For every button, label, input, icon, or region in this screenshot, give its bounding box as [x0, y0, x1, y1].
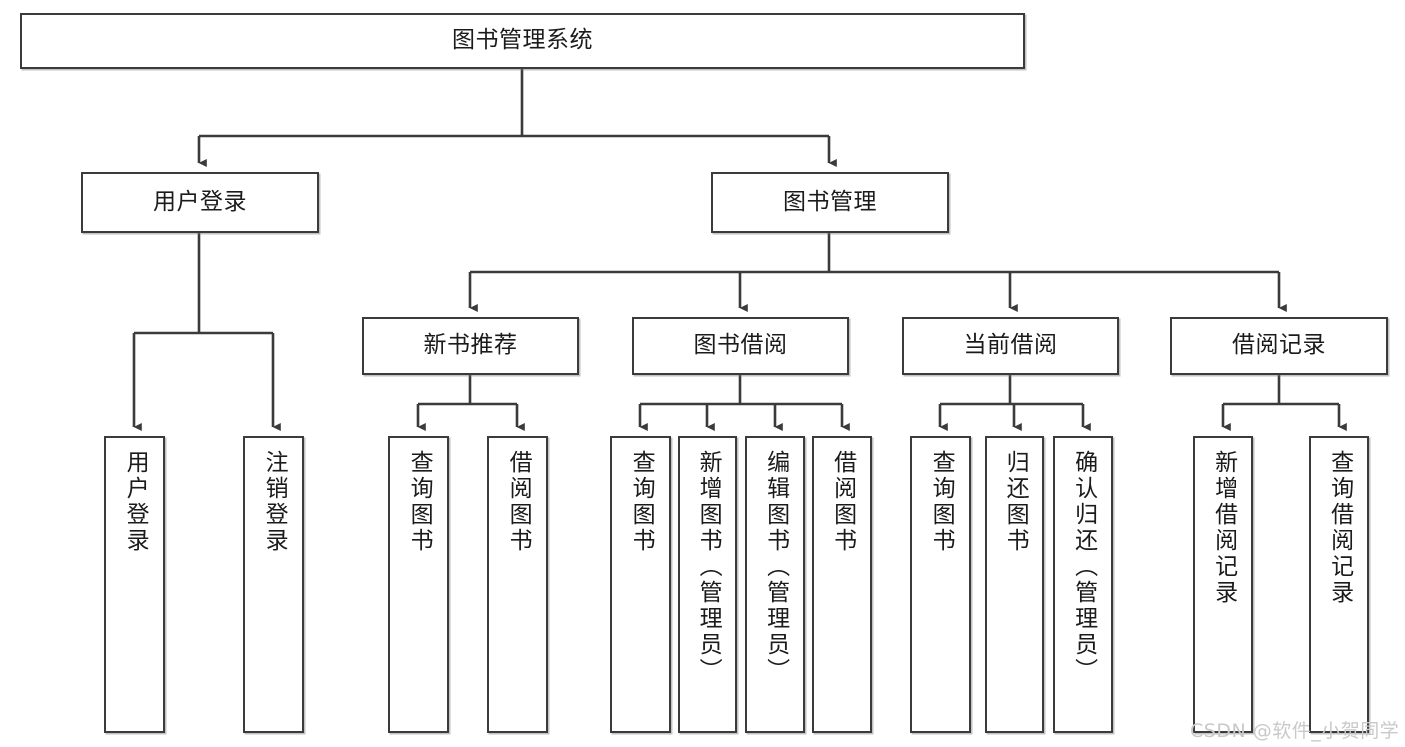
node-label: 新书推荐 [423, 332, 518, 359]
node-current-borrow[interactable]: 当前借阅 [902, 317, 1119, 375]
node-leaf-confirm-return-admin[interactable]: 确认归还（管理员） [1053, 436, 1113, 733]
node-label: 借阅图书 [829, 450, 856, 554]
node-label: 新增图书（管理员） [695, 450, 722, 684]
node-leaf-add-book-admin[interactable]: 新增图书（管理员） [678, 436, 737, 733]
node-leaf-query-book-current[interactable]: 查询图书 [910, 436, 971, 733]
node-label: 查询图书 [406, 450, 433, 554]
connector-lines [132, 69, 1347, 432]
node-leaf-query-book-recommend[interactable]: 查询图书 [388, 436, 449, 733]
node-label: 归还图书 [1002, 450, 1029, 554]
node-label: 图书管理 [783, 188, 877, 215]
node-user-login[interactable]: 用户登录 [81, 172, 319, 233]
node-label: 新增借阅记录 [1210, 450, 1237, 606]
node-book-management[interactable]: 图书管理 [711, 172, 949, 233]
node-label: 当前借阅 [963, 332, 1058, 359]
node-leaf-borrow-book-recommend[interactable]: 借阅图书 [487, 436, 548, 733]
node-leaf-user-login[interactable]: 用户登录 [104, 436, 165, 733]
node-label: 查询图书 [928, 450, 955, 554]
node-leaf-add-borrow-record[interactable]: 新增借阅记录 [1193, 436, 1253, 733]
node-leaf-query-book[interactable]: 查询图书 [610, 436, 671, 733]
node-label: 注销登录 [261, 450, 288, 554]
node-new-book-recommend[interactable]: 新书推荐 [362, 317, 579, 375]
node-root-system[interactable]: 图书管理系统 [20, 13, 1025, 69]
node-leaf-return-book[interactable]: 归还图书 [985, 436, 1044, 733]
node-label: 用户登录 [153, 188, 247, 215]
node-leaf-edit-book-admin[interactable]: 编辑图书（管理员） [745, 436, 805, 733]
node-label: 查询图书 [628, 450, 655, 554]
node-label: 查询借阅记录 [1326, 450, 1353, 606]
node-leaf-borrow-book[interactable]: 借阅图书 [812, 436, 872, 733]
node-label: 编辑图书（管理员） [762, 450, 789, 684]
node-label: 用户登录 [122, 450, 149, 554]
node-borrow-record[interactable]: 借阅记录 [1170, 317, 1388, 375]
node-label: 借阅记录 [1232, 332, 1326, 359]
node-label: 图书借阅 [693, 332, 788, 359]
node-label: 图书管理系统 [452, 27, 593, 54]
node-leaf-query-borrow-record[interactable]: 查询借阅记录 [1309, 436, 1369, 733]
node-book-borrow[interactable]: 图书借阅 [632, 317, 849, 375]
node-label: 确认归还（管理员） [1070, 450, 1097, 684]
node-label: 借阅图书 [505, 450, 532, 554]
node-leaf-logout[interactable]: 注销登录 [243, 436, 304, 733]
